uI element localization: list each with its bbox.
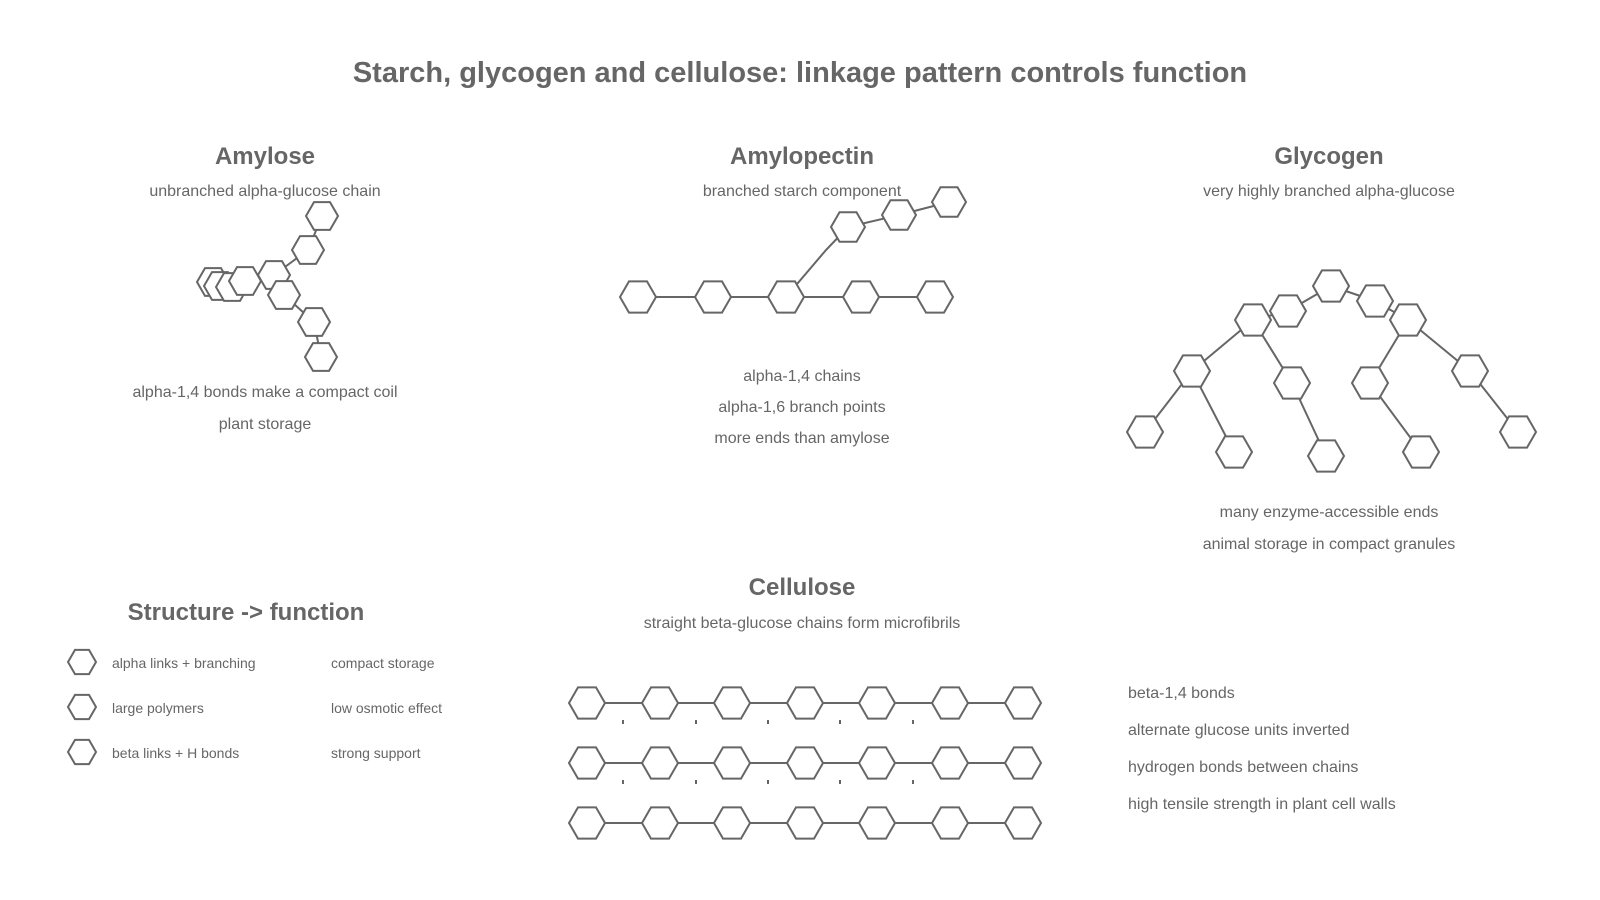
glucose-unit	[618, 280, 658, 314]
amylopectin-panel: Amylopectin branched starch component al…	[618, 143, 968, 447]
amylopectin-note-3: more ends than amylose	[714, 430, 889, 447]
glucose-unit	[1233, 303, 1273, 337]
cellulose-subtitle: straight beta-glucose chains form microf…	[644, 615, 961, 632]
glycogen-note-1: many enzyme-accessible ends	[1220, 504, 1439, 521]
glucose-unit	[1003, 746, 1043, 780]
glucose-unit	[1003, 806, 1043, 840]
glucose-unit	[266, 280, 302, 310]
glycogen-note-2: animal storage in compact granules	[1203, 536, 1456, 553]
cellulose-note-1: beta-1,4 bonds	[1128, 685, 1235, 702]
glucose-unit	[712, 746, 752, 780]
glucose-unit	[640, 806, 680, 840]
legend-heading: Structure -> function	[128, 599, 365, 626]
glycogen-molecule	[1125, 269, 1538, 473]
amylopectin-note-2: alpha-1,6 branch points	[718, 399, 885, 416]
glucose-unit	[1401, 435, 1441, 469]
amylose-panel: Amylose unbranched alpha-glucose chain a…	[132, 143, 397, 433]
glucose-unit	[930, 186, 968, 218]
glucose-unit	[1311, 269, 1351, 303]
glucose-unit	[640, 686, 680, 720]
glucose-unit	[1355, 284, 1395, 318]
glucose-unit	[640, 746, 680, 780]
cellulose-note-2: alternate glucose units inverted	[1128, 722, 1349, 739]
legend-function-2: low osmotic effect	[331, 700, 442, 716]
amylopectin-subtitle: branched starch component	[703, 183, 902, 200]
amylopectin-heading: Amylopectin	[730, 143, 874, 170]
glucose-unit	[1350, 366, 1390, 400]
glucose-unit	[930, 686, 970, 720]
legend-function-3: strong support	[331, 745, 421, 761]
glucose-unit	[712, 686, 752, 720]
legend-hex-markers	[66, 648, 98, 766]
glycogen-panel: Glycogen very highly branched alpha-gluc…	[1125, 143, 1538, 553]
glycogen-heading: Glycogen	[1274, 143, 1383, 170]
glucose-unit	[693, 280, 733, 314]
glucose-unit	[930, 806, 970, 840]
glucose-unit	[1272, 366, 1312, 400]
glucose-unit	[841, 280, 881, 314]
glucose-unit	[766, 280, 806, 314]
glucose-unit	[1003, 686, 1043, 720]
glucose-unit	[785, 686, 825, 720]
glucose-unit	[1172, 354, 1212, 388]
cellulose-panel: Cellulose straight beta-glucose chains f…	[567, 574, 1396, 840]
legend-structure-2: large polymers	[112, 700, 204, 716]
amylose-heading: Amylose	[215, 143, 315, 170]
cellulose-note-3: hydrogen bonds between chains	[1128, 759, 1358, 776]
glucose-unit	[785, 806, 825, 840]
glucose-unit	[567, 746, 607, 780]
cellulose-heading: Cellulose	[749, 574, 856, 601]
diagram-title: Starch, glycogen and cellulose: linkage …	[353, 57, 1247, 89]
glucose-unit	[880, 199, 918, 231]
cellulose-microfibril	[567, 686, 1043, 840]
structure-function-legend: Structure -> function alpha links + bran…	[66, 599, 442, 766]
cellulose-note-4: high tensile strength in plant cell wall…	[1128, 796, 1396, 813]
glucose-unit	[857, 746, 897, 780]
glucose-unit	[303, 342, 339, 372]
glycogen-subtitle: very highly branched alpha-glucose	[1203, 183, 1455, 200]
legend-hex-icon	[66, 648, 98, 676]
glucose-unit	[857, 806, 897, 840]
legend-function-1: compact storage	[331, 655, 435, 671]
glucose-unit	[785, 746, 825, 780]
glucose-unit	[857, 686, 897, 720]
legend-hex-icon	[66, 738, 98, 766]
amylopectin-note-1: alpha-1,4 chains	[743, 368, 860, 385]
glucose-unit	[1450, 354, 1490, 388]
glucose-unit	[712, 806, 752, 840]
legend-hex-icon	[66, 693, 98, 721]
glucose-unit	[290, 235, 326, 265]
glucose-unit	[1306, 439, 1346, 473]
amylose-molecule	[195, 201, 340, 372]
glucose-unit	[1498, 415, 1538, 449]
glucose-unit	[1214, 435, 1254, 469]
legend-structure-1: alpha links + branching	[112, 655, 256, 671]
glucose-unit	[930, 746, 970, 780]
glucose-unit	[829, 211, 867, 243]
glucose-unit	[227, 266, 263, 296]
glucose-unit	[296, 307, 332, 337]
amylose-note-1: alpha-1,4 bonds make a compact coil	[132, 384, 397, 401]
legend-structure-3: beta links + H bonds	[112, 745, 239, 761]
amylose-subtitle: unbranched alpha-glucose chain	[149, 183, 380, 200]
glucose-unit	[567, 686, 607, 720]
glucose-unit	[304, 201, 340, 231]
glucose-unit	[1388, 303, 1428, 337]
glucose-unit	[567, 806, 607, 840]
amylopectin-molecule	[618, 186, 968, 314]
amylose-note-2: plant storage	[219, 416, 312, 433]
glucose-unit	[1268, 294, 1308, 328]
glucose-unit	[1125, 415, 1165, 449]
glucose-unit	[915, 280, 955, 314]
